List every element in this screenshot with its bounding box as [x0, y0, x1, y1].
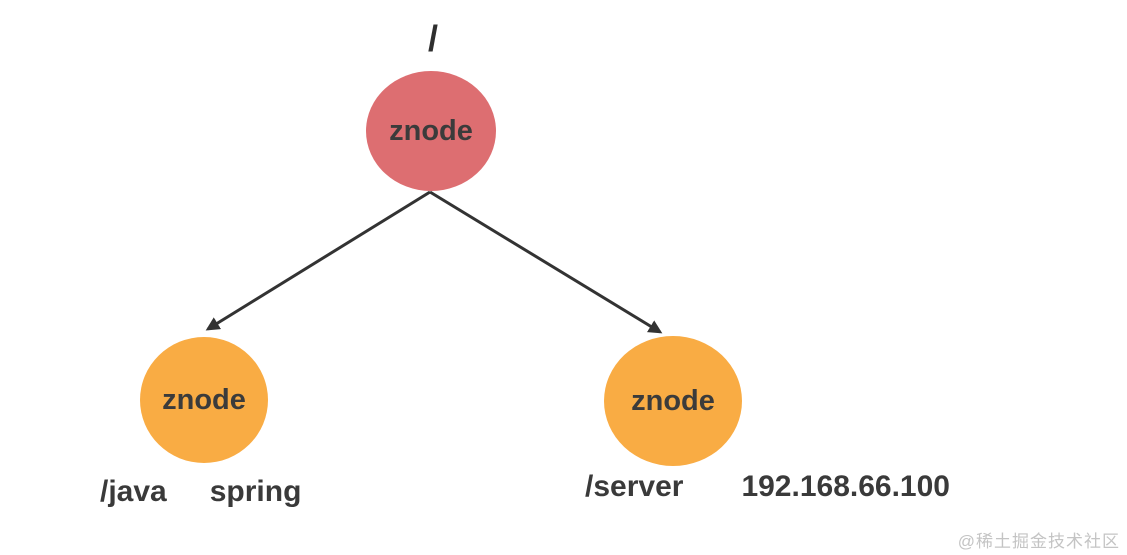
right-child-znode-circle: znode [604, 336, 742, 466]
right-child-key-value: /server 192.168.66.100 [585, 470, 950, 504]
right-child-path: /server [585, 470, 684, 503]
watermark-text: @稀土掘金技术社区 [957, 532, 1120, 551]
left-child-path: /java [100, 475, 167, 508]
right-child-znode-label: znode [631, 384, 715, 417]
left-child-key-value: /java spring [100, 475, 301, 509]
left-child-znode-label: znode [162, 383, 246, 416]
arrow-root-to-right-child [429, 190, 663, 334]
right-child-value: 192.168.66.100 [741, 470, 950, 503]
left-child-znode-circle: znode [140, 337, 268, 463]
root-znode-label: znode [389, 114, 473, 147]
arrow-root-to-left-child [205, 190, 431, 331]
root-path-label: / [427, 18, 438, 59]
root-znode-circle: znode [366, 71, 496, 191]
left-child-value: spring [209, 475, 302, 508]
